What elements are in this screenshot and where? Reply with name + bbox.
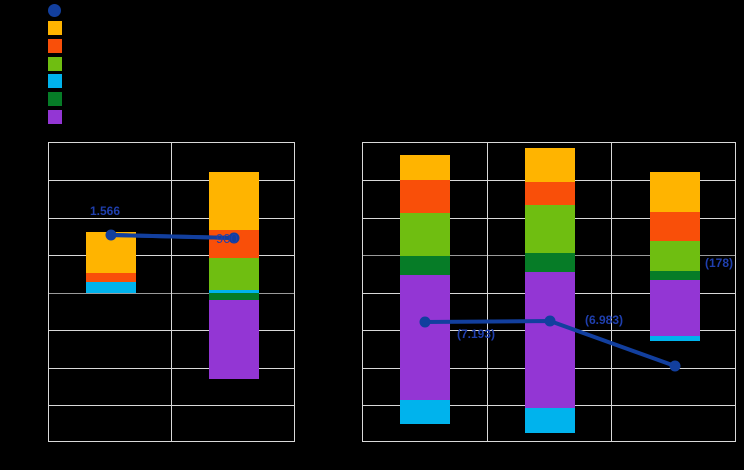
bar-segment-series-amber[interactable] [525, 148, 575, 182]
bar-segment-series-cyan[interactable] [86, 282, 136, 293]
bar-segment-series-cyan[interactable] [650, 336, 700, 341]
legend-marker-square-amber [48, 21, 62, 35]
legend-marker-square-orange [48, 39, 62, 53]
bar-segment-series-lime[interactable] [525, 205, 575, 253]
table-row[interactable] [400, 155, 450, 424]
left-chart-plot-area [48, 142, 295, 442]
table-row[interactable] [209, 172, 259, 379]
bar-segment-series-orange[interactable] [650, 212, 700, 241]
legend-marker-circle-line [48, 3, 61, 17]
line-point-label: (6.983) [585, 313, 624, 327]
gridline-v [735, 142, 736, 442]
bar-segment-value-label: 900 [216, 231, 238, 246]
bar-segment-series-darkgreen[interactable] [650, 271, 700, 280]
bar-segment-series-orange[interactable] [400, 180, 450, 213]
bar-segment-series-purple[interactable] [525, 272, 575, 408]
bar-segment-series-orange[interactable] [525, 182, 575, 205]
table-row[interactable] [650, 172, 700, 341]
line-point-label: 1.566 [90, 204, 121, 218]
table-row[interactable] [525, 148, 575, 433]
legend-item-series-line[interactable] [48, 2, 69, 18]
legend-marker-square-darkgreen [48, 92, 62, 106]
gridline-v [487, 142, 488, 442]
bar-segment-series-amber[interactable] [209, 172, 259, 230]
right-stacked-bar-chart: (7.193) (6.983) (178) [362, 142, 736, 442]
gridline-v [294, 142, 295, 442]
bar-segment-series-lime[interactable] [209, 258, 259, 290]
legend-item-series-lime[interactable] [48, 56, 70, 72]
chart-legend [0, 0, 744, 132]
bar-segment-series-orange[interactable] [86, 273, 136, 282]
gridline-h [362, 142, 736, 143]
bar-segment-series-darkgreen[interactable] [209, 293, 259, 300]
legend-item-series-darkgreen[interactable] [48, 91, 70, 107]
gridline-v [611, 142, 612, 442]
legend-item-series-amber[interactable] [48, 20, 70, 36]
gridline-v [171, 142, 172, 442]
bar-segment-series-amber[interactable] [400, 155, 450, 180]
legend-item-series-cyan[interactable] [48, 73, 70, 89]
bar-segment-series-cyan[interactable] [209, 290, 259, 293]
legend-marker-square-cyan [48, 74, 62, 88]
bar-segment-series-cyan[interactable] [525, 408, 575, 433]
left-stacked-bar-chart: 1.566 900 [48, 142, 295, 442]
gridline-v [48, 142, 49, 442]
bar-segment-series-purple[interactable] [400, 275, 450, 400]
bar-segment-series-amber[interactable] [650, 172, 700, 212]
bar-segment-series-purple[interactable] [650, 280, 700, 336]
bar-segment-series-darkgreen[interactable] [525, 253, 575, 272]
bar-segment-series-cyan[interactable] [400, 400, 450, 424]
legend-marker-square-purple [48, 110, 62, 124]
line-point-label: (178) [705, 256, 734, 270]
legend-item-series-orange[interactable] [48, 38, 70, 54]
table-row[interactable] [86, 232, 136, 293]
legend-item-series-purple[interactable] [48, 109, 70, 125]
gridline-h [362, 441, 736, 442]
bar-segment-series-lime[interactable] [650, 241, 700, 271]
line-point-label: (7.193) [457, 327, 496, 341]
gridline-v [362, 142, 363, 442]
bar-segment-series-amber[interactable] [86, 232, 136, 273]
bar-segment-series-darkgreen[interactable] [400, 256, 450, 275]
bar-segment-series-purple[interactable] [209, 300, 259, 379]
legend-marker-square-lime [48, 57, 62, 71]
bar-segment-series-lime[interactable] [400, 213, 450, 256]
